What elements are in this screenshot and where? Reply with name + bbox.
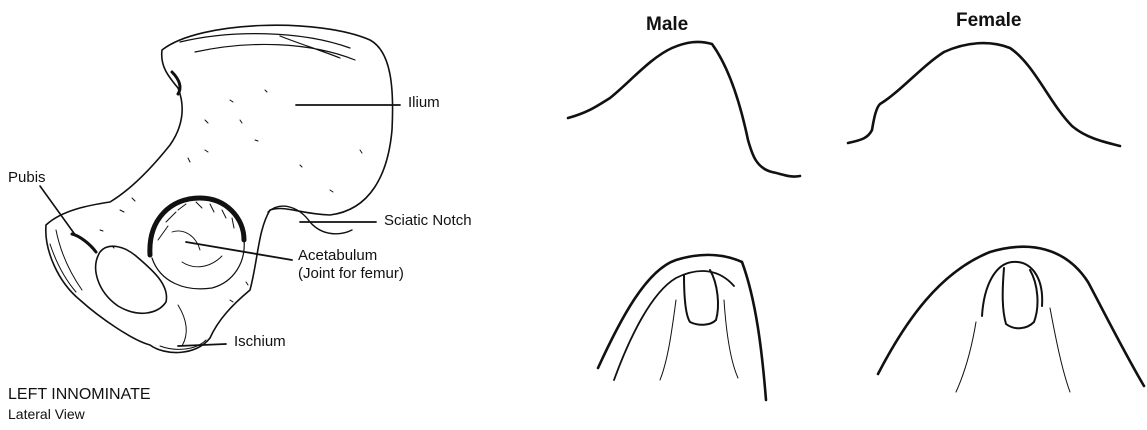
sciatic-notch-outline (268, 206, 352, 234)
acetabulum-socket (152, 240, 244, 289)
female-notch-curve (848, 43, 1120, 146)
innominate-bone-drawing (40, 25, 400, 352)
acetabulum-note: (Joint for femur) (298, 266, 404, 283)
ilium-label: Ilium (408, 95, 440, 112)
acetabulum-leader (186, 242, 292, 260)
ischium-leader (178, 344, 226, 346)
pubis-label: Pubis (8, 170, 46, 187)
acetabulum-label: Acetabulum (298, 248, 377, 265)
acetabulum-inner (172, 231, 222, 267)
female-subpubic-angle (878, 247, 1144, 392)
ischium-detail (160, 305, 206, 349)
acetabulum-rim (150, 198, 244, 255)
crest-shading (180, 34, 355, 60)
diagram-title: LEFT INNOMINATE (8, 386, 151, 404)
female-heading: Female (956, 10, 1021, 32)
pubic-ramus-shading (72, 234, 96, 252)
male-notch-curve (568, 42, 800, 177)
pubic-ramus-detail (50, 230, 82, 292)
male-heading: Male (646, 14, 688, 36)
diagram-subtitle: Lateral View (8, 406, 85, 422)
bone-outline (46, 25, 393, 352)
sciatic-notch-label: Sciatic Notch (384, 213, 472, 230)
ischium-label: Ischium (234, 334, 286, 351)
male-subpubic-angle (598, 255, 766, 400)
obturator-foramen (96, 246, 167, 313)
